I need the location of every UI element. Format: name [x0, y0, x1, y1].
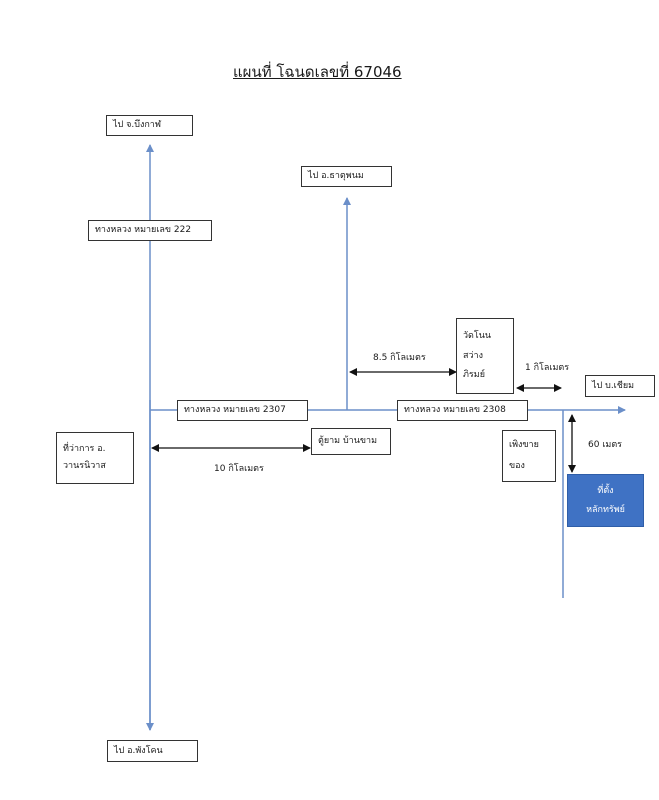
label-to-that-phanom: ไป อ.ธาตุพนม	[301, 166, 392, 187]
label-checkpoint: ตู้ยาม บ้านขาม	[311, 428, 391, 455]
label-text-line2: สว่าง	[463, 350, 483, 361]
distance-60m-label: 60 เมตร	[588, 440, 623, 450]
label-text-line1: วัดโนน	[463, 330, 492, 341]
label-highway-2308: ทางหลวง หมายเลข 2308	[397, 400, 528, 421]
label-temple: วัดโนน สว่าง ภิรมย์	[456, 318, 514, 394]
label-shop: เพิงขาย ของ	[502, 430, 556, 482]
label-text: ตู้ยาม บ้านขาม	[318, 436, 378, 447]
label-text-line2: วานรนิวาส	[63, 461, 106, 471]
label-text-line1: ที่ตั้ง	[597, 485, 614, 496]
label-highway-222: ทางหลวง หมายเลข 222	[88, 220, 212, 241]
label-text-line1: ที่ว่าการ อ.	[63, 444, 106, 455]
label-to-bueng-kan: ไป จ.บึงกาฬ	[106, 115, 193, 136]
label-text: ไป จ.บึงกาฬ	[113, 120, 161, 131]
label-text: ไป อ.ธาตุพนม	[308, 171, 364, 182]
label-text: ทางหลวง หมายเลข 2307	[184, 405, 286, 416]
property-location-box: ที่ตั้ง หลักทรัพย์	[567, 474, 644, 527]
label-to-chiam: ไป บ.เชียม	[585, 375, 655, 397]
label-text: ทางหลวง หมายเลข 222	[95, 225, 192, 236]
map-title: แผนที่ โฉนดเลขที่ 67046	[233, 63, 402, 81]
label-text-line2: ของ	[509, 461, 525, 471]
label-text: ไป อ.พังโคน	[114, 745, 163, 756]
label-text-line3: ภิรมย์	[463, 370, 485, 381]
label-to-phang-khon: ไป อ.พังโคน	[107, 740, 198, 762]
label-text-line1: เพิงขาย	[509, 440, 539, 451]
label-text-line2: หลักทรัพย์	[586, 504, 625, 515]
label-text: ไป บ.เชียม	[592, 380, 635, 391]
distance-8-5km-label: 8.5 กิโลเมตร	[373, 353, 426, 363]
label-text: ทางหลวง หมายเลข 2308	[404, 405, 506, 416]
label-highway-2307: ทางหลวง หมายเลข 2307	[177, 400, 308, 421]
distance-10km-label: 10 กิโลเมตร	[214, 464, 264, 474]
distance-1km-label: 1 กิโลเมตร	[525, 363, 570, 373]
label-district-office: ที่ว่าการ อ. วานรนิวาส	[56, 432, 134, 484]
